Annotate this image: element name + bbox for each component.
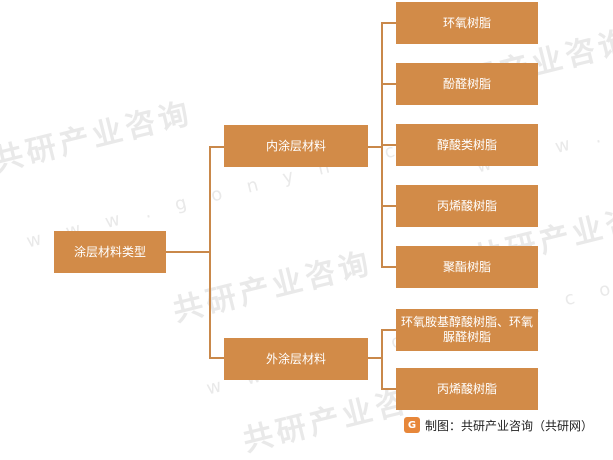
watermark-brand: 共研产业咨询 (0, 95, 197, 180)
node-leaf: 丙烯酸树脂 (396, 368, 538, 410)
node-leaf: 环氧胺基醇酸树脂、环氧脲醛树脂 (396, 309, 538, 351)
connector-leaf (381, 144, 396, 146)
node-inner-coating: 内涂层材料 (224, 125, 368, 167)
node-leaf: 聚酯树脂 (396, 246, 538, 288)
node-leaf: 酚醛树脂 (396, 63, 538, 105)
node-root: 涂层材料类型 (54, 231, 166, 273)
node-leaf: 醇酸类树脂 (396, 124, 538, 166)
connector-trunk (209, 146, 211, 359)
connector-leaf (381, 388, 396, 390)
connector-inner-out (368, 146, 382, 148)
source-caption: G 制图：共研产业咨询（共研网） (404, 415, 593, 435)
node-leaf: 丙烯酸树脂 (396, 185, 538, 227)
logo-icon: G (404, 417, 420, 433)
node-leaf: 环氧树脂 (396, 2, 538, 44)
connector-leaf (381, 83, 396, 85)
connector-branch-outer (209, 357, 224, 359)
connector-leaf (381, 329, 396, 331)
connector-outer-out (368, 357, 382, 359)
connector-outer-trunk (381, 329, 383, 389)
connector-leaf (381, 205, 396, 207)
node-outer-coating: 外涂层材料 (224, 338, 368, 380)
connector-branch-inner (209, 146, 224, 148)
connector-root (166, 251, 210, 253)
connector-leaf (381, 266, 396, 268)
caption-text: 制图：共研产业咨询（共研网） (425, 418, 594, 433)
connector-leaf (381, 22, 396, 24)
